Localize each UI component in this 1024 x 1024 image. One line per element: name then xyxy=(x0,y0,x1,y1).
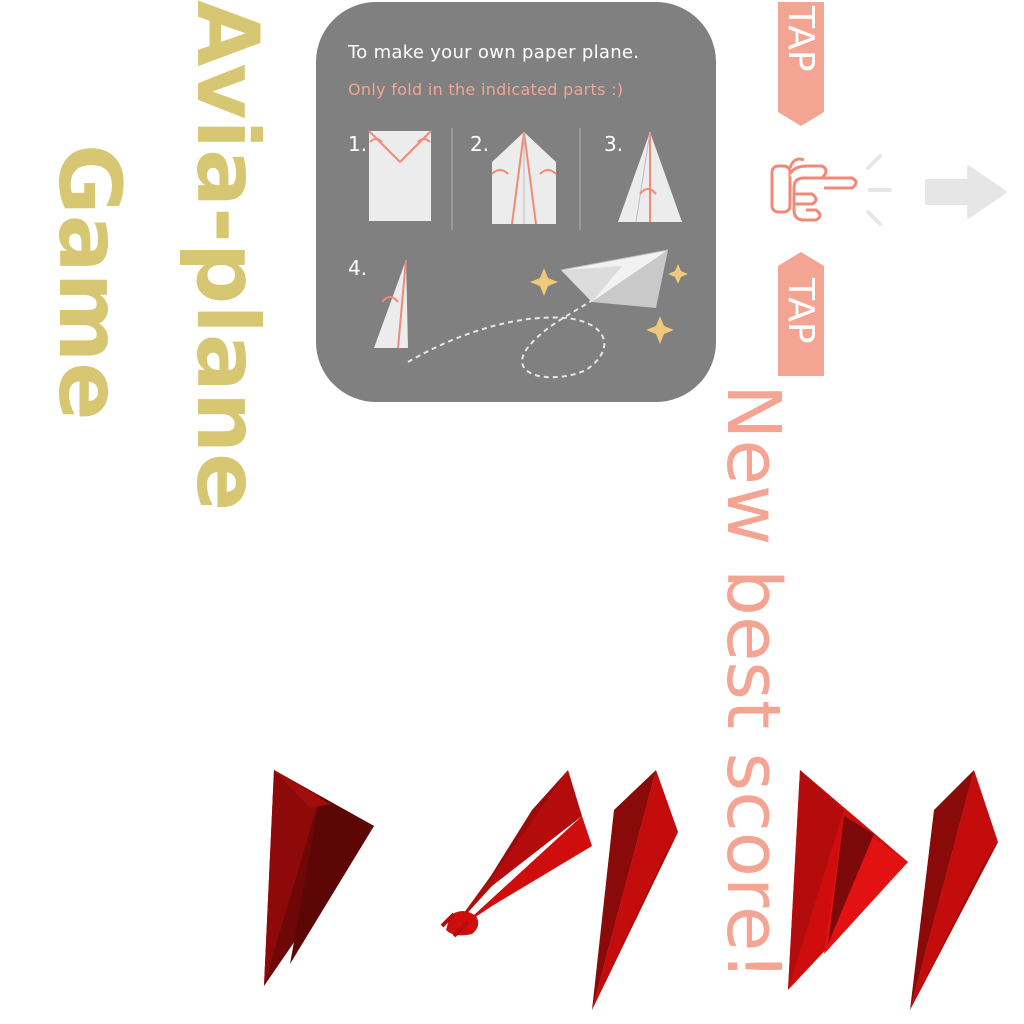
step-2-number: 2. xyxy=(470,132,490,156)
pointing-hand-icon xyxy=(770,154,892,226)
step-dividers xyxy=(451,128,581,230)
new-best-score-label: New best score! xyxy=(710,384,796,982)
flying-plane-illustration xyxy=(407,249,688,379)
step-1-number: 1. xyxy=(348,132,368,156)
step-1-fold-icon xyxy=(368,130,432,221)
plane-sprite-3 xyxy=(592,770,678,1010)
step-3-number: 3. xyxy=(604,132,624,156)
tap-badge-bottom xyxy=(778,252,824,376)
game-title-line-2: Game xyxy=(39,144,139,421)
tap-label-bottom: TAP xyxy=(780,278,821,344)
step-2-fold-icon xyxy=(491,131,557,225)
plane-sprite-4 xyxy=(788,770,908,990)
plane-sprite-2 xyxy=(440,770,592,938)
step-4-fold-icon xyxy=(374,259,408,349)
game-title-line-1: Avia-plane xyxy=(177,0,277,512)
tap-label-top: TAP xyxy=(780,6,821,72)
plane-sprite-5 xyxy=(910,770,998,1010)
instruction-card: To make your own paper plane. Only fold … xyxy=(316,2,716,402)
plane-sprite-1 xyxy=(264,770,374,986)
step-3-fold-icon xyxy=(618,131,682,223)
instruction-heading: To make your own paper plane. xyxy=(348,42,640,63)
tap-badge-top xyxy=(778,2,824,126)
step-4-number: 4. xyxy=(348,256,368,280)
instruction-subheading: Only fold in the indicated parts :) xyxy=(348,80,624,99)
arrow-right-icon xyxy=(925,165,1007,219)
